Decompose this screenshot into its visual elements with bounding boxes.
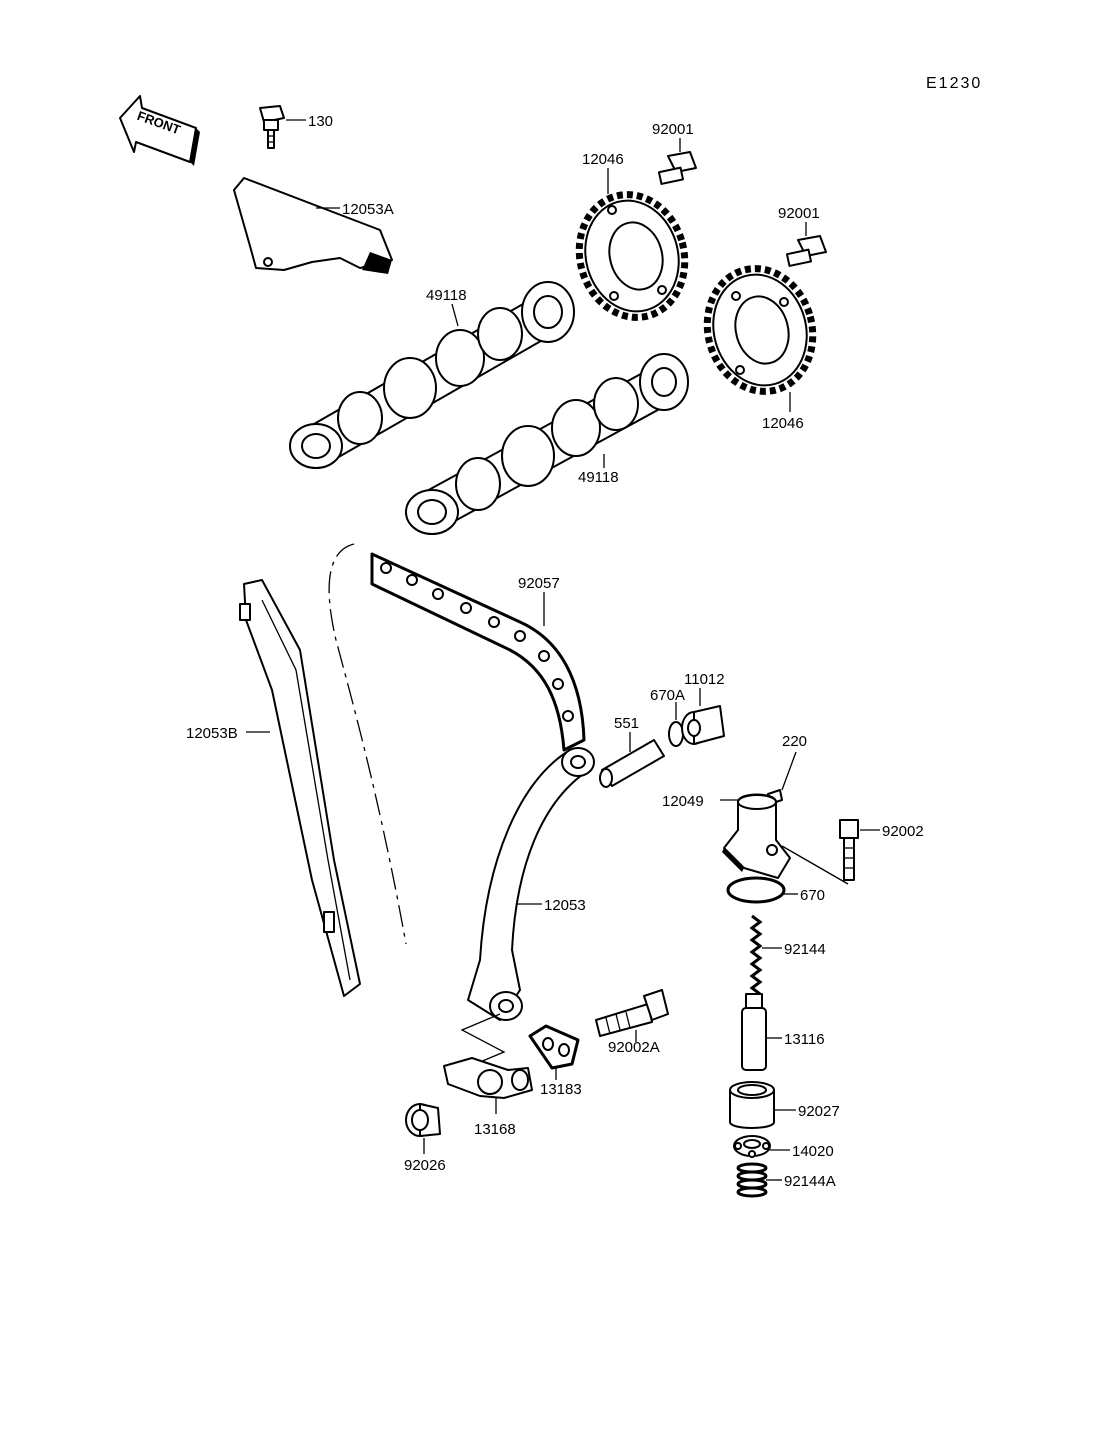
cap-bolt-11012 <box>681 705 725 745</box>
label-670: 670 <box>800 887 825 904</box>
o-ring-670A <box>668 721 684 747</box>
label-551: 551 <box>614 715 639 732</box>
chain-path-dashed <box>328 543 407 945</box>
label-220: 220 <box>782 733 807 750</box>
spring-92144A <box>736 1162 768 1198</box>
pin-551 <box>599 739 665 788</box>
cam-chain-92057 <box>370 552 586 752</box>
bolt-92002 <box>839 819 859 881</box>
label-130: 130 <box>308 113 333 130</box>
tensioner-body-12049 <box>722 793 791 879</box>
label-92026: 92026 <box>404 1157 446 1174</box>
chain-guide-12053B <box>239 579 361 997</box>
label-92001-top: 92001 <box>652 121 694 138</box>
o-ring-670 <box>726 876 786 904</box>
front-arrow-icon: FRONT <box>119 95 200 166</box>
label-670A: 670A <box>650 687 685 704</box>
pivot-bracket-13168 <box>443 1057 533 1099</box>
sprocket-12046-right <box>703 265 817 395</box>
label-12053A: 12053A <box>342 201 394 218</box>
ball-retainer-14020 <box>733 1135 771 1158</box>
collar-92026 <box>405 1103 441 1137</box>
label-92002: 92002 <box>882 823 924 840</box>
chain-guide-12053A <box>233 177 393 274</box>
label-92057: 92057 <box>518 575 560 592</box>
bolt-92002A <box>595 989 669 1037</box>
label-92144A: 92144A <box>784 1173 836 1190</box>
plate-13183 <box>528 1024 580 1070</box>
label-92144: 92144 <box>784 941 826 958</box>
label-49118-top: 49118 <box>426 287 467 304</box>
tensioner-guide-12053 <box>467 747 595 1021</box>
label-11012: 11012 <box>684 671 725 688</box>
label-13183: 13183 <box>540 1081 582 1098</box>
label-12053: 12053 <box>544 897 586 914</box>
label-92002A: 92002A <box>608 1039 660 1056</box>
label-12046-top: 12046 <box>582 151 624 168</box>
label-12053B: 12053B <box>186 725 238 742</box>
spring-92144 <box>749 914 763 996</box>
label-13168: 13168 <box>474 1121 516 1138</box>
camshaft-49118-upper <box>289 281 575 469</box>
bolt-92001-top <box>657 151 697 185</box>
label-12049: 12049 <box>662 793 704 810</box>
diagram-code: E1230 <box>926 75 982 92</box>
camshaft-49118-lower <box>405 353 689 535</box>
bolt-92001-right <box>785 235 827 267</box>
sleeve-92027 <box>729 1081 775 1129</box>
label-12046-right: 12046 <box>762 415 804 432</box>
sprocket-12046-top <box>575 191 689 321</box>
label-92001-right: 92001 <box>778 205 820 222</box>
label-14020: 14020 <box>792 1143 834 1160</box>
rod-13116 <box>741 993 767 1071</box>
bolt-130 <box>259 105 285 149</box>
label-49118-bottom: 49118 <box>578 469 619 486</box>
label-13116: 13116 <box>784 1031 825 1048</box>
label-92027: 92027 <box>798 1103 840 1120</box>
